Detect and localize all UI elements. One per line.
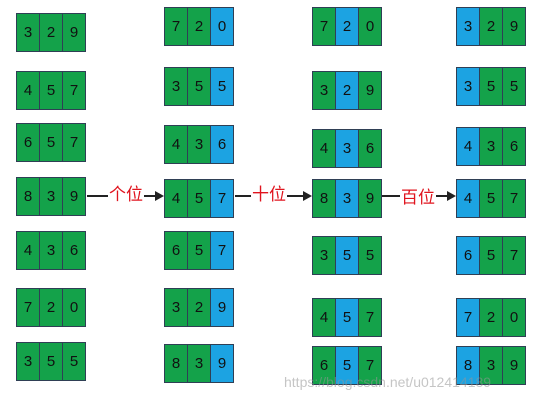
digit-cell: 6 bbox=[164, 231, 188, 270]
digit-cell: 3 bbox=[479, 346, 503, 385]
digit-cell: 2 bbox=[39, 13, 63, 52]
digit-cell: 6 bbox=[210, 125, 234, 164]
digit-cell: 4 bbox=[164, 125, 188, 164]
digit-cell: 3 bbox=[456, 67, 480, 106]
digit-cell: 6 bbox=[456, 236, 480, 275]
digit-cell: 2 bbox=[335, 7, 359, 46]
digit-cell: 7 bbox=[456, 298, 480, 337]
digit-cell: 2 bbox=[479, 7, 503, 46]
digit-cell: 3 bbox=[39, 177, 63, 216]
digit-cell: 0 bbox=[358, 7, 382, 46]
digit-cell: 4 bbox=[16, 231, 40, 270]
digit-cell: 3 bbox=[164, 67, 188, 106]
digit-cell: 3 bbox=[39, 231, 63, 270]
digit-cell: 4 bbox=[16, 71, 40, 110]
digit-cell: 2 bbox=[187, 7, 211, 46]
digit-cell: 6 bbox=[358, 129, 382, 168]
digit-cell: 2 bbox=[187, 288, 211, 327]
digit-cell: 4 bbox=[312, 298, 336, 337]
digit-cell: 3 bbox=[164, 288, 188, 327]
digit-cell: 5 bbox=[335, 346, 359, 385]
digit-cell: 3 bbox=[456, 7, 480, 46]
digit-cell: 2 bbox=[335, 71, 359, 110]
digit-cell: 4 bbox=[312, 129, 336, 168]
digit-cell: 7 bbox=[62, 123, 86, 162]
digit-cell: 7 bbox=[62, 71, 86, 110]
digit-cell: 5 bbox=[479, 179, 503, 218]
digit-cell: 3 bbox=[312, 236, 336, 275]
digit-cell: 3 bbox=[312, 71, 336, 110]
digit-cell: 8 bbox=[312, 179, 336, 218]
digit-cell: 9 bbox=[502, 346, 526, 385]
digit-cell: 7 bbox=[16, 288, 40, 327]
digit-cell: 3 bbox=[479, 127, 503, 166]
arrow-head-icon bbox=[155, 191, 164, 201]
digit-cell: 6 bbox=[312, 346, 336, 385]
digit-cell: 4 bbox=[456, 179, 480, 218]
digit-cell: 2 bbox=[39, 288, 63, 327]
digit-cell: 5 bbox=[479, 67, 503, 106]
digit-cell: 0 bbox=[62, 288, 86, 327]
digit-cell: 7 bbox=[210, 179, 234, 218]
digit-cell: 7 bbox=[358, 298, 382, 337]
digit-cell: 3 bbox=[335, 129, 359, 168]
digit-cell: 4 bbox=[164, 179, 188, 218]
digit-cell: 7 bbox=[502, 236, 526, 275]
digit-cell: 6 bbox=[502, 127, 526, 166]
step-label: 十位 bbox=[251, 185, 287, 205]
digit-cell: 5 bbox=[479, 236, 503, 275]
digit-cell: 9 bbox=[62, 177, 86, 216]
digit-cell: 8 bbox=[456, 346, 480, 385]
digit-cell: 5 bbox=[335, 236, 359, 275]
digit-cell: 9 bbox=[358, 179, 382, 218]
digit-cell: 9 bbox=[210, 344, 234, 383]
digit-cell: 7 bbox=[358, 346, 382, 385]
digit-cell: 5 bbox=[210, 67, 234, 106]
digit-cell: 5 bbox=[39, 71, 63, 110]
digit-cell: 4 bbox=[456, 127, 480, 166]
digit-cell: 9 bbox=[210, 288, 234, 327]
digit-cell: 5 bbox=[187, 67, 211, 106]
digit-cell: 5 bbox=[358, 236, 382, 275]
digit-cell: 5 bbox=[39, 342, 63, 381]
digit-cell: 8 bbox=[16, 177, 40, 216]
digit-cell: 5 bbox=[187, 231, 211, 270]
digit-cell: 3 bbox=[16, 13, 40, 52]
digit-cell: 3 bbox=[187, 125, 211, 164]
arrow-head-icon bbox=[303, 191, 312, 201]
digit-cell: 3 bbox=[187, 344, 211, 383]
digit-cell: 9 bbox=[62, 13, 86, 52]
digit-cell: 3 bbox=[335, 179, 359, 218]
digit-cell: 0 bbox=[210, 7, 234, 46]
digit-cell: 5 bbox=[39, 123, 63, 162]
digit-cell: 5 bbox=[335, 298, 359, 337]
digit-cell: 7 bbox=[502, 179, 526, 218]
digit-cell: 6 bbox=[62, 231, 86, 270]
digit-cell: 9 bbox=[502, 7, 526, 46]
digit-cell: 7 bbox=[210, 231, 234, 270]
digit-cell: 0 bbox=[502, 298, 526, 337]
digit-cell: 9 bbox=[358, 71, 382, 110]
digit-cell: 2 bbox=[479, 298, 503, 337]
digit-cell: 5 bbox=[187, 179, 211, 218]
digit-cell: 5 bbox=[502, 67, 526, 106]
watermark: https://blog.csdn.net/u012414189 bbox=[284, 374, 492, 390]
digit-cell: 7 bbox=[312, 7, 336, 46]
step-label: 百位 bbox=[400, 188, 436, 208]
digit-cell: 5 bbox=[62, 342, 86, 381]
digit-cell: 3 bbox=[16, 342, 40, 381]
digit-cell: 6 bbox=[16, 123, 40, 162]
digit-cell: 7 bbox=[164, 7, 188, 46]
step-label: 个位 bbox=[108, 185, 144, 205]
digit-cell: 8 bbox=[164, 344, 188, 383]
arrow-head-icon bbox=[447, 191, 456, 201]
